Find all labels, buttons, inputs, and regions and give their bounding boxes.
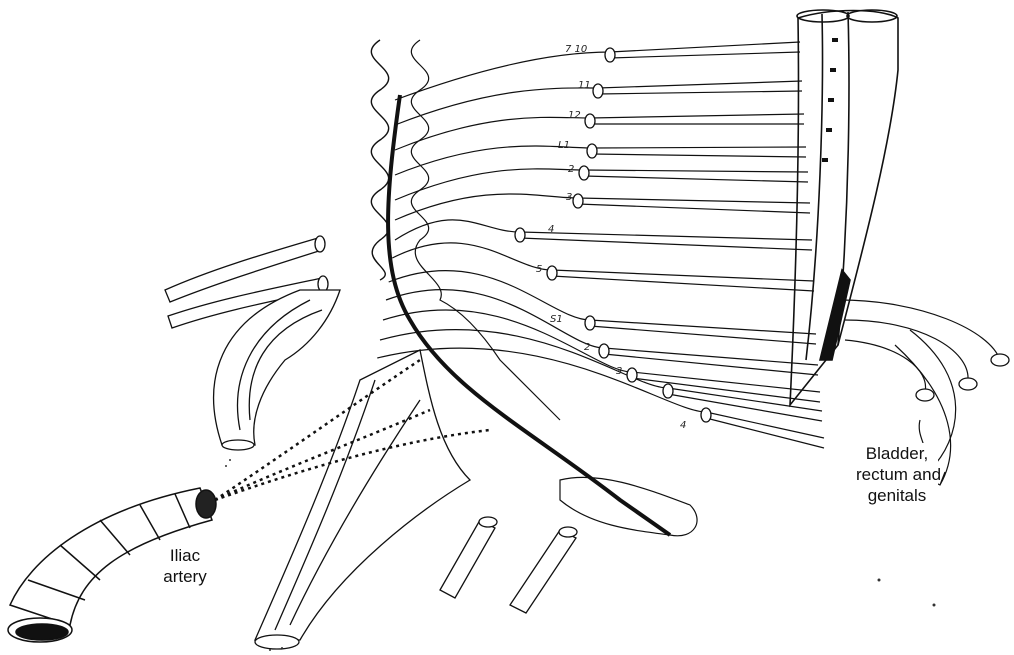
segment-tube-end (593, 84, 603, 98)
label-iliac-artery: Iliac artery (156, 545, 214, 587)
nerve-fibre (590, 326, 816, 344)
nerve-fibre (552, 270, 814, 281)
nerve-fibre (706, 418, 824, 448)
spinal-trunk (790, 10, 898, 405)
label-bladder-line-2: rectum and (856, 464, 938, 485)
segment-tube-end (701, 408, 711, 422)
segment-numeral: 2 (568, 164, 574, 175)
segment-numeral: 3 (566, 192, 572, 203)
segment-tube-end (599, 344, 609, 358)
label-bladder-line-3: genitals (856, 485, 938, 506)
nerve-fibre (520, 238, 812, 250)
nerve-fibre (578, 198, 810, 203)
label-bladder-line-1: Bladder, (856, 443, 938, 464)
nerve-fibre (590, 114, 804, 118)
vertebral-border (371, 40, 388, 280)
segment-numeral: 12 (568, 110, 581, 121)
nerve-fibre (584, 176, 808, 182)
nerve-fibre (610, 42, 800, 52)
nerve-fibre (395, 194, 578, 220)
segment-tube-end (605, 48, 615, 62)
segment-numeral: 4 (680, 420, 686, 431)
segment-tube-end (585, 316, 595, 330)
segment-numeral: 2 (584, 342, 590, 353)
nerve-fibre (395, 220, 520, 240)
nerve-fibre (389, 271, 590, 320)
nerve-fibre-fan (377, 42, 824, 448)
nerve-fibre (592, 147, 806, 148)
lower-tubes (440, 517, 577, 613)
nerve-fibre (598, 81, 802, 88)
segment-tube-end (547, 266, 557, 280)
segment-numeral: 7 10 (565, 44, 587, 55)
segment-tube-end (585, 114, 595, 128)
nerve-fibre (584, 170, 808, 172)
segment-tube-end (573, 194, 583, 208)
segment-numeral: 11 (578, 80, 591, 91)
segment-tube-end (587, 144, 597, 158)
segment-numeral: 4 (548, 224, 554, 235)
nerve-fibre (592, 154, 806, 157)
left-curved-bundle (214, 290, 340, 450)
segment-numeral: 5 (536, 264, 542, 275)
segment-tube-end (627, 368, 637, 382)
segment-tube-end (579, 166, 589, 180)
nerve-fibre (578, 204, 810, 213)
nerve-fibre (598, 91, 802, 94)
segment-numeral: L1 (558, 140, 570, 151)
nerve-fibre (590, 320, 816, 334)
segment-tube-end (515, 228, 525, 242)
segment-tube-end (663, 384, 673, 398)
nerve-fibre (386, 290, 604, 348)
label-bladder-rectum-genitals: Bladder, rectum and genitals (856, 443, 938, 506)
label-iliac-line-1: Iliac (156, 545, 214, 566)
nerve-fibre (610, 52, 800, 58)
nerve-fibre (604, 348, 818, 365)
segment-numeral: 3 (616, 366, 622, 377)
nerve-fibre (706, 412, 824, 438)
segment-numeral: S1 (550, 314, 563, 325)
nerve-fibre (520, 232, 812, 240)
label-iliac-line-2: artery (156, 566, 214, 587)
central-bundle (255, 350, 470, 649)
nerve-fibre (395, 52, 610, 100)
nerve-fibre (552, 276, 814, 291)
